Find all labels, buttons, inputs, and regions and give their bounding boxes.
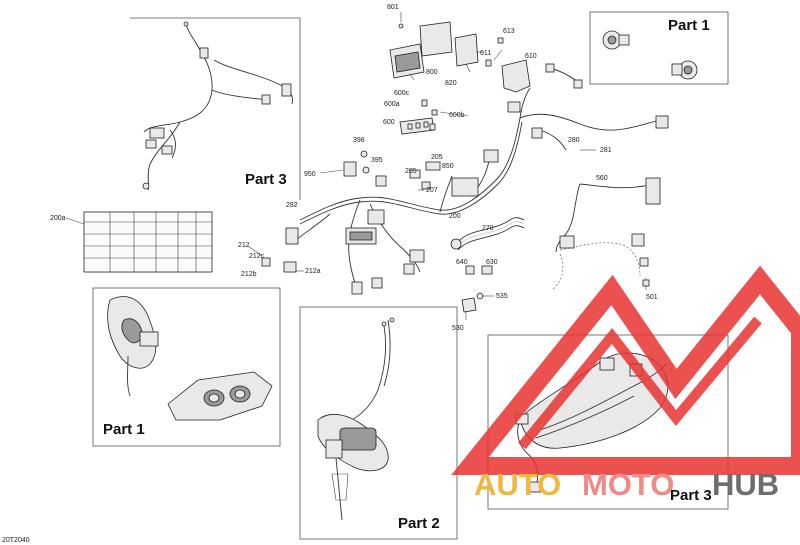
watermark-moto-text: MOTO [582, 467, 674, 502]
small-parts-950-398-395 [319, 150, 441, 190]
callout-530: 530 [452, 325, 464, 332]
part2-frame [299, 306, 458, 540]
watermark-logo: AUTO MOTO HUB [451, 265, 800, 502]
part3-top-harness [142, 21, 293, 191]
callout-200: 200 [449, 213, 461, 220]
callout-212: 212 [238, 242, 250, 249]
callout-280: 280 [568, 137, 580, 144]
callout-610: 610 [525, 53, 537, 60]
part2-label: Part 2 [398, 515, 440, 532]
part2-assembly [317, 317, 395, 521]
sensor-parts [461, 265, 493, 313]
callout-950: 950 [304, 171, 316, 178]
harness-560 [551, 177, 661, 291]
callout-205-a: 205 [431, 154, 443, 161]
callout-600a: 600a [384, 101, 400, 108]
callout-850: 850 [442, 163, 454, 170]
callout-207: 207 [426, 187, 438, 194]
bracket-610 [501, 59, 583, 93]
callout-640: 640 [456, 259, 468, 266]
watermark-hub-text: HUB [712, 467, 779, 502]
controller-modules [389, 12, 504, 81]
watermark-auto-text: AUTO [474, 467, 561, 502]
callout-600b: 600b [449, 112, 465, 119]
callout-613: 613 [503, 28, 515, 35]
callout-600: 600 [383, 119, 395, 126]
parts-212 [247, 245, 297, 273]
callout-leaders [65, 49, 596, 320]
callout-395: 395 [371, 157, 383, 164]
part1-top-lamps [602, 30, 698, 80]
callout-212a: 212a [305, 268, 321, 275]
callout-270: 270 [482, 225, 494, 232]
callout-630: 630 [486, 259, 498, 266]
callout-212c: 212c [249, 253, 265, 260]
diagram-code: 20T2040 [2, 537, 30, 544]
part3-bottom-label: Part 3 [670, 487, 712, 504]
hose-270 [450, 217, 525, 251]
callout-282: 282 [286, 202, 298, 209]
relay-block-600 [399, 99, 438, 135]
callout-611: 611 [480, 50, 491, 57]
callout-820: 820 [445, 80, 457, 87]
part1-bottom-headlights [107, 296, 273, 421]
watermark-triangle-logo [451, 265, 800, 475]
callout-200a: 200a [50, 215, 66, 222]
part1-top-label: Part 1 [668, 17, 710, 34]
part1-bottom-frame [92, 287, 281, 447]
part3-top-label: Part 3 [245, 171, 287, 188]
label-table-200a [83, 211, 213, 273]
callout-560: 560 [596, 175, 608, 182]
callout-501: 501 [646, 294, 658, 301]
callout-600c: 600c [394, 90, 410, 97]
part3-top-frame [130, 17, 301, 200]
callout-800: 800 [426, 69, 438, 76]
main-harness [285, 87, 669, 295]
callout-281: 281 [600, 147, 612, 154]
part1-top-frame [589, 11, 729, 85]
callout-398: 398 [353, 137, 365, 144]
callout-205-b: 205 [405, 168, 417, 175]
callout-801: 801 [387, 4, 399, 11]
callout-212b: 212b [241, 271, 257, 278]
part1-bottom-label: Part 1 [103, 421, 145, 438]
callout-535: 535 [496, 293, 508, 300]
